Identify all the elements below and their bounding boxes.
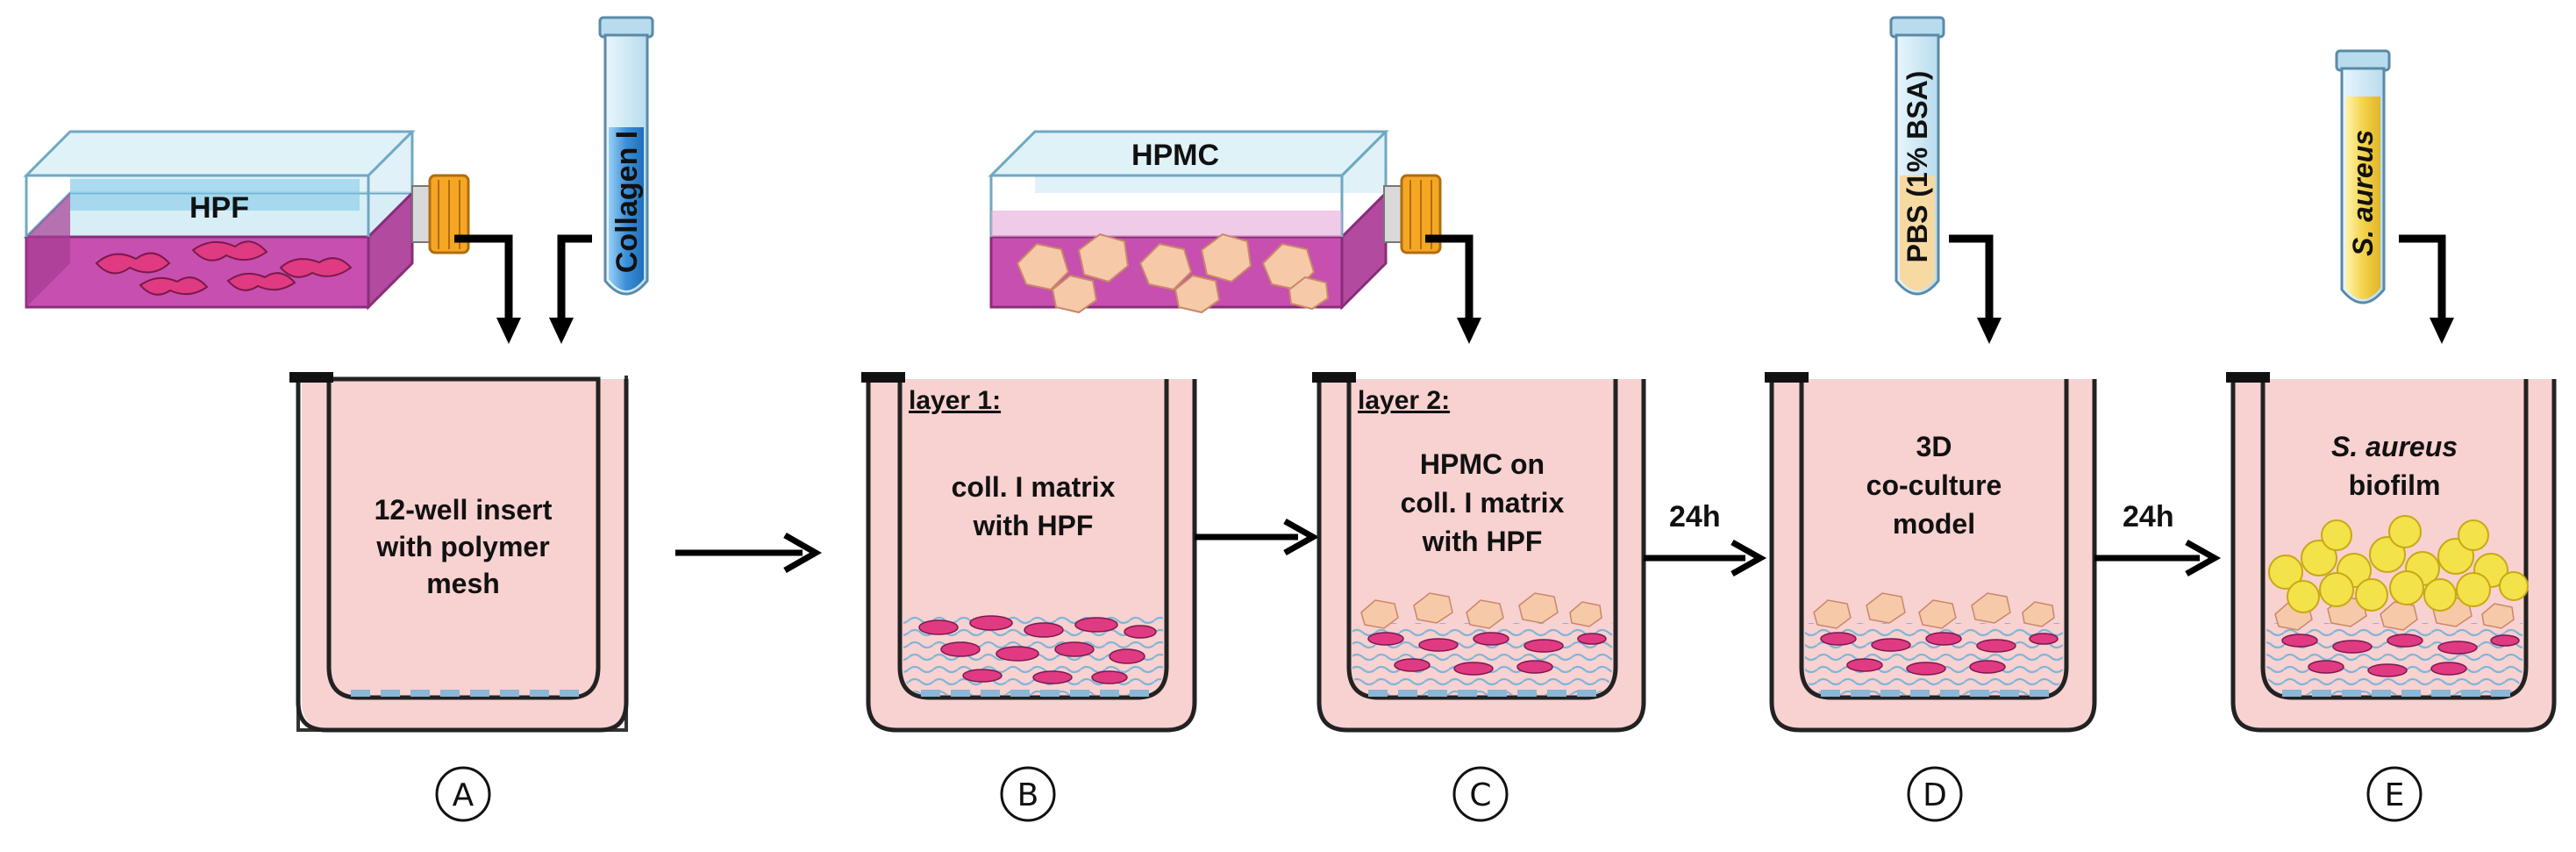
flask-cap <box>1383 174 1442 254</box>
step-a: A <box>453 777 475 813</box>
hpf-cells <box>95 240 353 296</box>
saureus-arrow <box>2399 234 2446 326</box>
well-b-title: layer 1: <box>909 386 1001 415</box>
well-a-text-3: mesh <box>426 568 500 599</box>
well-b-text-1: coll. I matrix <box>952 471 1116 503</box>
time-c-d: 24h <box>1669 500 1721 533</box>
time-d-e: 24h <box>2123 500 2174 533</box>
pbs-tube-label: PBS (1% BSA) <box>1902 71 1933 263</box>
well-e: S. aureus biofilm <box>2226 372 2557 733</box>
well-a: 12-well insert with polymer mesh <box>289 372 629 733</box>
step-b-circle <box>1000 766 1056 822</box>
collagen-arrow <box>557 234 592 326</box>
well-d-text-1: 3D <box>1916 431 1952 462</box>
well-d: 3D co-culture model <box>1765 372 2097 733</box>
well-e-text-2: biofilm <box>2349 469 2441 501</box>
step-b: B <box>1017 777 1039 813</box>
collagen-tube: Collagen I <box>598 16 654 296</box>
step-c: C <box>1469 777 1491 813</box>
pbs-tube: PBS (1% BSA) <box>1889 16 1945 296</box>
step-c-circle <box>1452 766 1509 822</box>
step-a-circle <box>435 766 491 822</box>
hpmc-arrow <box>1425 234 1474 326</box>
step-e: E <box>2385 777 2405 813</box>
well-c-text-1: HPMC on <box>1420 448 1545 480</box>
well-a-text-1: 12-well insert <box>375 494 553 526</box>
well-d-text-3: model <box>1893 508 1975 540</box>
well-b-text-2: with HPF <box>973 510 1094 541</box>
step-e-circle <box>2366 766 2423 822</box>
well-c-text-2: coll. I matrix <box>1401 487 1565 519</box>
hpf-flask-label: HPF <box>189 191 249 225</box>
bacteria-cluster <box>2268 515 2529 613</box>
step-labels: A B C D E <box>435 766 2423 822</box>
hpf-flask: HPF <box>23 130 470 311</box>
step-d: D <box>1923 777 1947 813</box>
well-c-title: layer 2: <box>1358 386 1450 415</box>
saureus-tube: S. aureus <box>2335 49 2391 304</box>
collagen-tube-label: Collagen I <box>610 131 644 273</box>
flask-cap <box>411 174 470 254</box>
hpmc-flask-label: HPMC <box>1131 139 1219 172</box>
pbs-arrow <box>1949 234 1994 326</box>
well-b: layer 1: coll. I matrix with HPF <box>861 372 1197 733</box>
well-a-text-2: with polymer <box>375 531 549 562</box>
hpmc-cells <box>1016 233 1330 314</box>
hpmc-flask: HPMC <box>988 130 1442 314</box>
well-c-text-3: with HPF <box>1422 526 1543 557</box>
hpf-arrow <box>454 234 513 326</box>
well-d-text-2: co-culture <box>1866 469 2002 501</box>
well-e-text-1: S. aureus <box>2331 431 2458 462</box>
saureus-tube-label: S. aureus <box>2347 130 2379 256</box>
step-d-circle <box>1907 766 1963 822</box>
well-c: layer 2: HPMC on coll. I matrix with HPF <box>1312 372 1646 733</box>
